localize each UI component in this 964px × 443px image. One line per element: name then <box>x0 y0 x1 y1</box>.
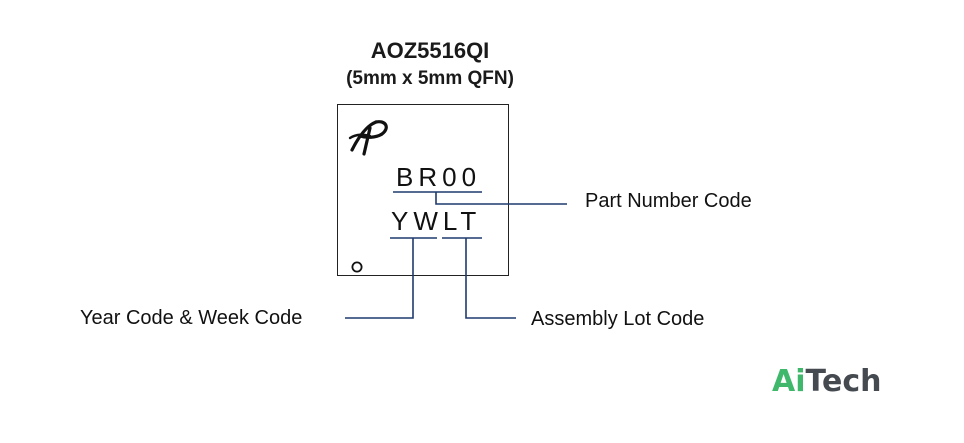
chip-package <box>337 104 509 276</box>
aitech-watermark-logo: AiTech <box>772 364 881 400</box>
brand-ai-text: Ai <box>772 364 806 399</box>
pin1-dot-icon <box>351 261 363 273</box>
aos-logo-icon <box>348 120 388 156</box>
diagram-title: AOZ5516QI <box>370 38 490 63</box>
brand-tech-text: Tech <box>805 364 882 399</box>
assembly-lot-leader <box>465 238 516 319</box>
year-week-leader <box>345 238 414 319</box>
year-week-label: Year Code & Week Code <box>80 307 303 329</box>
part-number-code-text: BR00 <box>396 162 482 192</box>
package-subtitle: (5mm x 5mm QFN) <box>346 68 514 89</box>
part-number-leader <box>435 192 567 205</box>
date-lot-code-text: YWLT <box>391 206 482 236</box>
assembly-lot-label: Assembly Lot Code <box>531 308 705 330</box>
part-number-label: Part Number Code <box>585 190 752 212</box>
